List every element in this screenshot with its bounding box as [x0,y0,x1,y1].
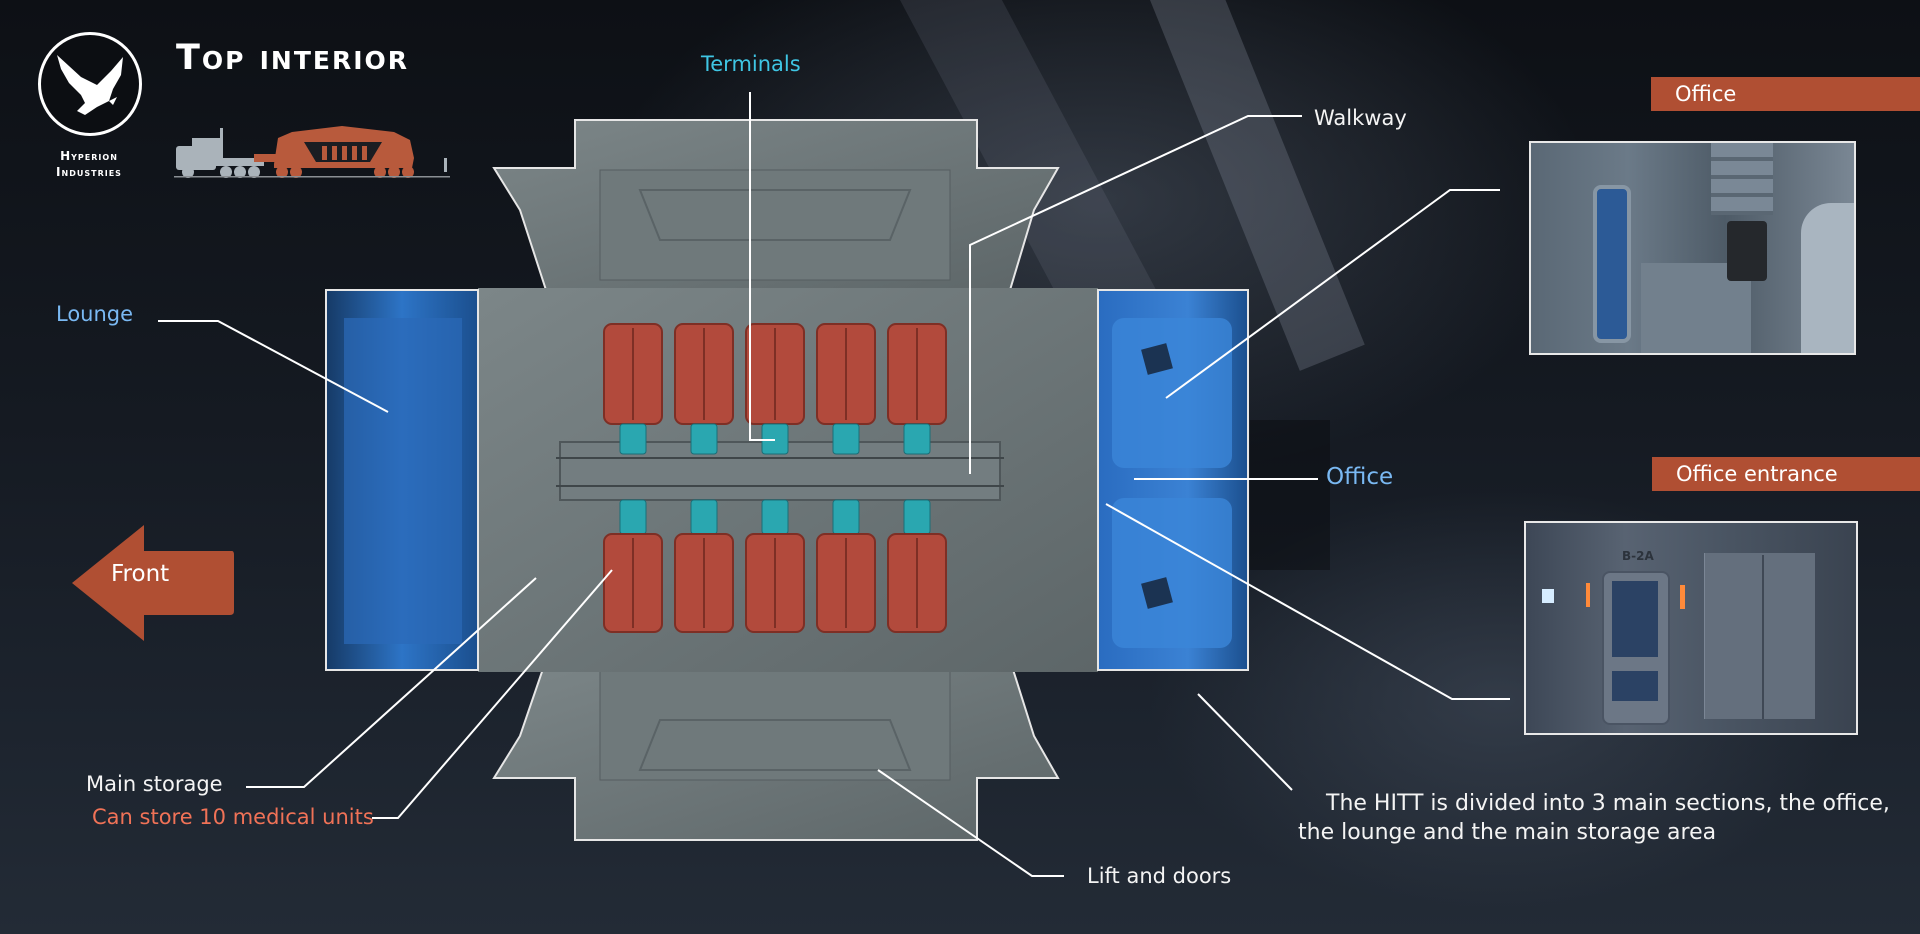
office-entrance-door [1602,571,1670,725]
lift-top [492,119,1060,291]
orange-light [1586,583,1590,607]
orange-light [1680,585,1685,609]
office-banner: Office [1651,77,1920,111]
terminal [903,499,931,535]
truck-silhouette-icon [174,126,450,178]
callout-line-storage-capacity [372,569,613,819]
label-walkway: Walkway [1314,106,1407,130]
arrow-left-icon [72,525,234,641]
callout-line-office-photo [1165,189,1500,399]
office-entrance-photo: B-2A [1524,521,1858,735]
office-shelves [1711,143,1773,215]
front-label: Front [111,561,170,587]
terminal [903,423,931,455]
callout-lines [158,92,1510,877]
label-office: Office [1326,464,1394,490]
terminal [761,499,789,535]
office-door-window [1593,185,1631,343]
label-main-storage: Main storage [86,772,223,796]
label-storage-capacity: Can store 10 medical units [92,805,374,829]
terminal [832,499,860,535]
callout-line-description [1197,693,1293,791]
office-chair-icon [1727,221,1767,281]
terminal [832,423,860,455]
eagle-icon [57,55,123,115]
company-name: Hyperion Industries [28,148,150,180]
callout-line-main-storage [246,577,537,788]
door-sign: B-2A [1622,549,1654,563]
callout-line-walkway [969,115,1302,474]
label-terminals: Terminals [701,52,801,76]
wall-screen [1542,589,1554,603]
lift-bottom [492,659,1060,841]
description-body: The HITT is divided into 3 main sections… [1298,791,1890,845]
terminal [619,423,647,455]
company-logo [38,32,142,136]
locker [1704,553,1815,719]
company-name-line1: Hyperion [60,149,118,163]
terminal [619,499,647,535]
label-lift-and-doors: Lift and doors [1087,864,1232,888]
terminal [690,423,718,455]
page-title: Top interior [176,38,410,78]
description-text: The HITT is divided into 3 main sections… [1298,789,1898,847]
office-photo [1529,141,1856,355]
office-bench [1801,203,1854,353]
callout-line-lift [877,769,1064,877]
office-chair-icon [1141,343,1173,375]
callout-line-office-entrance [1105,503,1510,700]
callout-line-terminals [749,92,775,441]
label-lounge: Lounge [56,302,134,326]
background-wall-panel [1250,420,1330,570]
office-chair-icon [1141,577,1173,609]
callout-line-lounge [158,320,389,413]
terminal [690,499,718,535]
office-entrance-banner: Office entrance [1652,457,1920,491]
company-name-line2: Industries [56,165,122,179]
